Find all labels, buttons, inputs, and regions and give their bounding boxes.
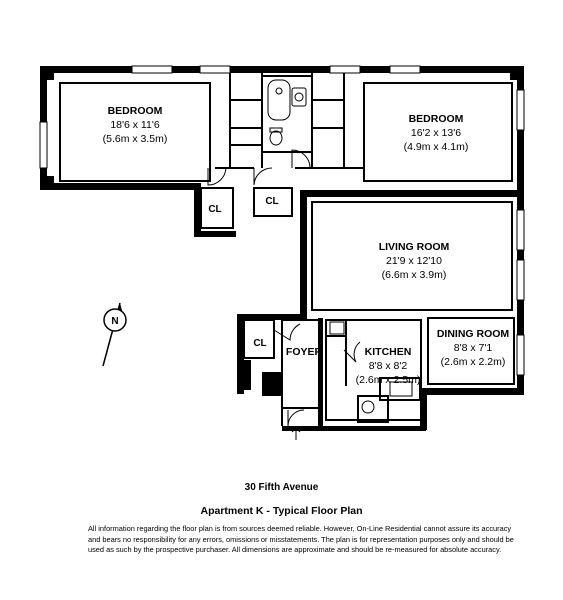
kitchen-fixtures xyxy=(329,321,413,414)
dining-room-dim-metric: (2.6m x 2.2m) xyxy=(441,356,506,368)
interior-walls xyxy=(59,73,515,426)
compass-label: N xyxy=(111,316,118,327)
kitchen-dim-imperial: 8'8 x 8'2 xyxy=(369,360,408,372)
foyer-name: FOYER xyxy=(286,346,323,358)
compass-icon: N xyxy=(102,302,127,367)
dining-room-name: DINING ROOM xyxy=(437,328,510,340)
bedroom-right-name: BEDROOM xyxy=(409,113,464,125)
kitchen-dim-metric: (2.6m x 2.5m) xyxy=(356,374,421,386)
bedroom-right-dim-metric: (4.9m x 4.1m) xyxy=(404,141,469,153)
dining-room-dim-imperial: 8'8 x 7'1 xyxy=(454,342,493,354)
kitchen-name: KITCHEN xyxy=(365,346,412,358)
windows xyxy=(39,65,525,376)
disclaimer: All information regarding the floor plan… xyxy=(88,524,514,554)
bedroom-right-dim-imperial: 16'2 x 13'6 xyxy=(411,127,461,139)
living-room-dim-imperial: 21'9 x 12'10 xyxy=(386,255,442,267)
closet-label-1: CL xyxy=(208,204,221,215)
bedroom-left-name: BEDROOM xyxy=(108,105,163,117)
living-room-dim-metric: (6.6m x 3.9m) xyxy=(382,269,447,281)
bedroom-left-dim-metric: (5.6m x 3.5m) xyxy=(103,133,168,145)
living-room-name: LIVING ROOM xyxy=(379,241,450,253)
plan-title: Apartment K - Typical Floor Plan xyxy=(200,505,363,517)
closet-label-3: CL xyxy=(253,338,266,349)
entry-arrow-icon xyxy=(291,427,301,440)
address: 30 Fifth Avenue xyxy=(244,482,319,493)
closet-label-2: CL xyxy=(265,196,278,207)
bedroom-left-dim-imperial: 18'6 x 11'6 xyxy=(110,119,160,131)
doors xyxy=(207,149,361,427)
bathtub xyxy=(267,79,307,146)
